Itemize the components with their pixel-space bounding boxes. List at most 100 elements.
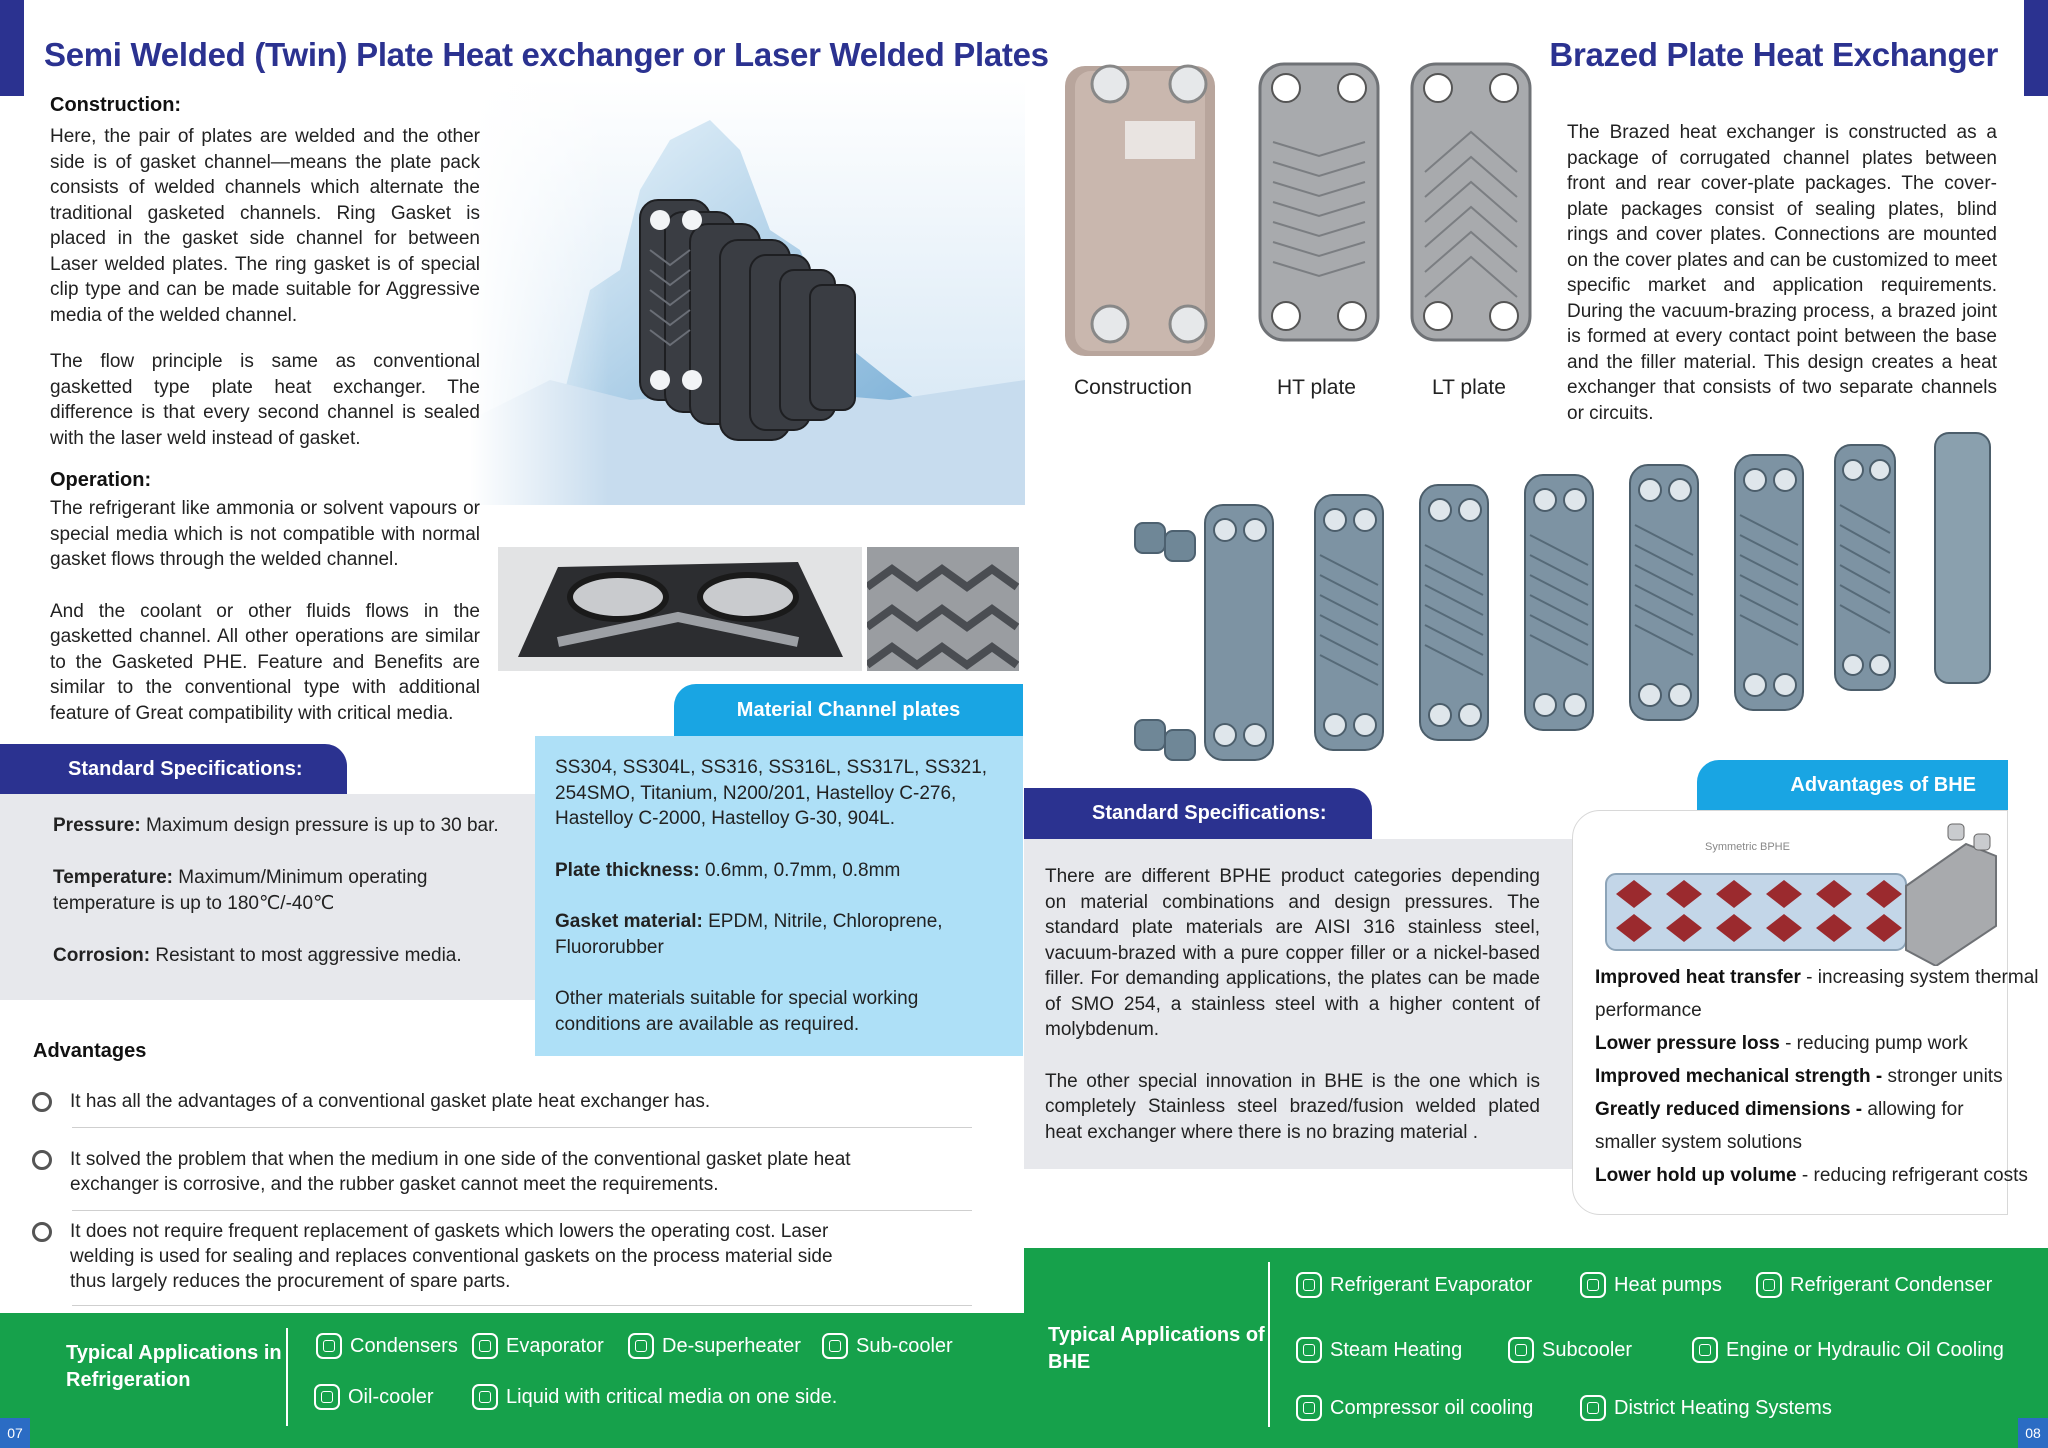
operation-heading: Operation: bbox=[50, 469, 152, 491]
divider bbox=[72, 1210, 972, 1211]
bhe-advantage-detail: allowing for smaller system solutions bbox=[1595, 1099, 1964, 1153]
left-spec-box bbox=[0, 794, 535, 1000]
district-heating-icon bbox=[1580, 1395, 1606, 1421]
advantage-item: It has all the advantages of a conventio… bbox=[32, 1089, 872, 1114]
bphe-intro-text: The Brazed heat exchanger is constructed… bbox=[1567, 122, 1997, 424]
bhe-advantage-detail: - reducing pump work bbox=[1779, 1033, 1968, 1054]
gasket-material-label: Gasket material: bbox=[555, 911, 703, 932]
app-label: Oil-cooler bbox=[348, 1385, 434, 1408]
materials-list: SS304, SS304L, SS316, SS316L, SS317L, SS… bbox=[555, 757, 988, 829]
bhe-advantage-title: Lower pressure loss bbox=[1595, 1033, 1780, 1054]
left-page-accent-bar bbox=[0, 0, 24, 96]
plate-thickness-value: 0.6mm, 0.7mm, 0.8mm bbox=[699, 859, 901, 881]
plate-thickness-row: Plate thickness: 0.6mm, 0.7mm, 0.8mm bbox=[555, 858, 1005, 884]
bhe-advantage-detail: - reducing refrigerant costs bbox=[1796, 1165, 2028, 1186]
app-label: District Heating Systems bbox=[1614, 1396, 1832, 1419]
plate-thickness-label: Plate thickness: bbox=[555, 859, 700, 881]
heat-pump-icon bbox=[1580, 1272, 1606, 1298]
right-applications-title: Typical Applications of BHE bbox=[1048, 1324, 1265, 1373]
caption-ht-plate: HT plate bbox=[1277, 376, 1356, 399]
app-refrigerant-evaporator: Refrigerant Evaporator bbox=[1296, 1272, 1532, 1298]
app-label: Compressor oil cooling bbox=[1330, 1396, 1534, 1419]
snowflake-icon bbox=[822, 1333, 848, 1359]
app-district-heating: District Heating Systems bbox=[1580, 1395, 1832, 1421]
left-applications-separator bbox=[286, 1328, 288, 1426]
left-applications-title: Typical Applications in Refrigeration bbox=[66, 1342, 282, 1391]
construction-text: Here, the pair of plates are welded and … bbox=[50, 124, 480, 472]
app-label: Heat pumps bbox=[1614, 1273, 1722, 1296]
bhe-advantage-title: Improved mechanical strength - bbox=[1595, 1066, 1883, 1087]
app-condensers: Condensers bbox=[316, 1333, 458, 1359]
droplet-icon bbox=[1508, 1337, 1534, 1363]
recycle-icon bbox=[32, 1150, 52, 1170]
bhe-advantages-tab: Advantages of BHE bbox=[1697, 760, 2008, 810]
pressure-value: Maximum design pressure is up to 30 bar. bbox=[140, 815, 499, 836]
temperature-row: Temperature: Maximum/Minimum operating t… bbox=[53, 865, 523, 917]
gasket-material-value: EPDM, Nitrile, Chloroprene, Fluororubber bbox=[555, 911, 943, 958]
temperature-label: Temperature: bbox=[53, 867, 174, 888]
app-compressor-oil-cooling: Compressor oil cooling bbox=[1296, 1395, 1533, 1421]
compressor-icon bbox=[1296, 1395, 1322, 1421]
app-refrigerant-condenser: Refrigerant Condenser bbox=[1756, 1272, 1992, 1298]
app-critical-media: Liquid with critical media on one side. bbox=[472, 1384, 837, 1410]
app-label: Condensers bbox=[350, 1334, 458, 1357]
temperature-value: Maximum/Minimum operating temperature is… bbox=[53, 867, 428, 914]
app-label: Evaporator bbox=[506, 1334, 604, 1357]
right-applications-separator bbox=[1268, 1262, 1270, 1427]
advantage-item: It solved the problem that when the medi… bbox=[32, 1147, 872, 1197]
app-sub-cooler: Sub-cooler bbox=[822, 1333, 953, 1359]
left-applications-bar bbox=[0, 1313, 1024, 1448]
corrosion-label: Corrosion: bbox=[53, 945, 151, 966]
pressure-row: Pressure: Maximum design pressure is up … bbox=[53, 813, 523, 839]
bhe-advantages-list: Improved heat transfer - increasing syst… bbox=[1595, 961, 2045, 1192]
app-heat-pumps: Heat pumps bbox=[1580, 1272, 1722, 1298]
app-de-superheater: De-superheater bbox=[628, 1333, 801, 1359]
bhe-advantages-tab-label: Advantages of BHE bbox=[1790, 773, 1976, 796]
app-label: Refrigerant Evaporator bbox=[1330, 1273, 1533, 1296]
left-spec-content: Pressure: Maximum design pressure is up … bbox=[53, 813, 523, 969]
exploded-plate-pack-image bbox=[1120, 425, 2000, 765]
right-spec-paragraph-2: The other special innovation in BHE is t… bbox=[1045, 1070, 1540, 1143]
bhe-advantage-title: Greatly reduced dimensions - bbox=[1595, 1099, 1863, 1120]
advantages-heading: Advantages bbox=[33, 1040, 147, 1062]
left-spec-tab: Standard Specifications: bbox=[0, 744, 347, 794]
bphe-construction-image bbox=[1060, 56, 1225, 366]
operation-paragraph-2: And the coolant or other fluids flows in… bbox=[50, 600, 480, 724]
oil-drop-icon bbox=[1692, 1337, 1718, 1363]
symmetric-bphe-diagram bbox=[1596, 816, 2008, 968]
material-channel-tab: Material Channel plates bbox=[674, 684, 1023, 736]
oil-cooler-icon bbox=[314, 1384, 340, 1410]
left-page-number: 07 bbox=[0, 1418, 30, 1448]
advantage-text: It has all the advantages of a conventio… bbox=[70, 1091, 711, 1112]
material-channel-content: SS304, SS304L, SS316, SS316L, SS317L, SS… bbox=[555, 755, 1005, 1037]
droplet-icon bbox=[472, 1384, 498, 1410]
right-page-accent-bar bbox=[2024, 0, 2048, 96]
right-spec-tab: Standard Specifications: bbox=[1024, 788, 1372, 839]
pressure-label: Pressure: bbox=[53, 815, 141, 836]
app-label: Engine or Hydraulic Oil Cooling bbox=[1726, 1338, 2004, 1361]
left-spec-tab-label: Standard Specifications: bbox=[68, 757, 303, 780]
divider bbox=[72, 1305, 972, 1306]
app-label: Steam Heating bbox=[1330, 1338, 1463, 1361]
app-label: Refrigerant Condenser bbox=[1790, 1273, 1993, 1296]
ht-plate-image bbox=[1258, 62, 1380, 342]
iceberg-plates-image bbox=[470, 80, 1025, 505]
bhe-advantage-title: Lower hold up volume bbox=[1595, 1165, 1797, 1186]
right-spec-tab-label: Standard Specifications: bbox=[1092, 802, 1327, 824]
app-label: Sub-cooler bbox=[856, 1334, 953, 1357]
right-spec-content: There are different BPHE product categor… bbox=[1045, 864, 1540, 1145]
app-evaporator: Evaporator bbox=[472, 1333, 604, 1359]
bhe-advantage-item: Improved mechanical strength - stronger … bbox=[1595, 1060, 2045, 1093]
corrosion-row: Corrosion: Resistant to most aggressive … bbox=[53, 943, 523, 969]
bhe-advantage-item: Lower hold up volume - reducing refriger… bbox=[1595, 1159, 2045, 1192]
right-spec-box bbox=[1024, 839, 1572, 1169]
caption-construction: Construction bbox=[1074, 376, 1192, 399]
operation-text: The refrigerant like ammonia or solvent … bbox=[50, 496, 480, 747]
app-oil-cooling: Engine or Hydraulic Oil Cooling bbox=[1692, 1337, 2004, 1363]
app-steam-heating: Steam Heating bbox=[1296, 1337, 1462, 1363]
symmetric-bphe-label: Symmetric BPHE bbox=[1705, 841, 1790, 853]
bhe-advantage-item: Greatly reduced dimensions - allowing fo… bbox=[1595, 1093, 1990, 1159]
app-label: De-superheater bbox=[662, 1334, 801, 1357]
material-channel-box bbox=[535, 736, 1023, 1056]
construction-heading: Construction: bbox=[50, 94, 182, 116]
